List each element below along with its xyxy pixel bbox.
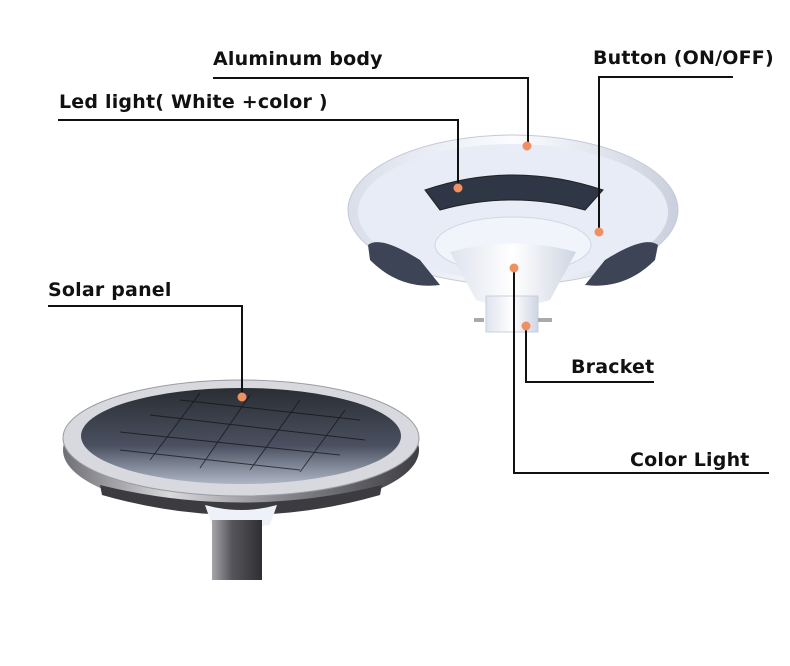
marker-led-light — [453, 183, 463, 193]
leader-solar-panel-v — [241, 305, 243, 397]
leader-solar-panel-h — [48, 305, 242, 307]
leader-led-light-h — [58, 119, 458, 121]
leader-color-light-v — [513, 268, 515, 473]
label-bracket: Bracket — [571, 356, 655, 378]
marker-bracket — [521, 321, 531, 331]
label-led-light: Led light( White +color ) — [59, 91, 328, 113]
label-color-light: Color Light — [630, 449, 750, 471]
marker-color-light — [509, 263, 519, 273]
leader-aluminum-body-v — [527, 77, 529, 145]
leader-led-light-v — [457, 119, 459, 187]
leader-aluminum-body-h — [213, 77, 528, 79]
leader-bracket-v — [525, 326, 527, 382]
marker-aluminum-body — [522, 141, 532, 151]
leader-bracket-h — [525, 381, 654, 383]
leader-color-light-h — [513, 472, 769, 474]
leader-button-v — [598, 76, 600, 232]
marker-solar-panel — [237, 392, 247, 402]
leader-button-h — [598, 76, 733, 78]
solar-panel-light — [62, 379, 420, 580]
label-solar-panel: Solar panel — [48, 279, 172, 301]
marker-button — [594, 227, 604, 237]
label-button: Button (ON/OFF) — [593, 47, 774, 69]
label-aluminum-body: Aluminum body — [213, 48, 383, 70]
